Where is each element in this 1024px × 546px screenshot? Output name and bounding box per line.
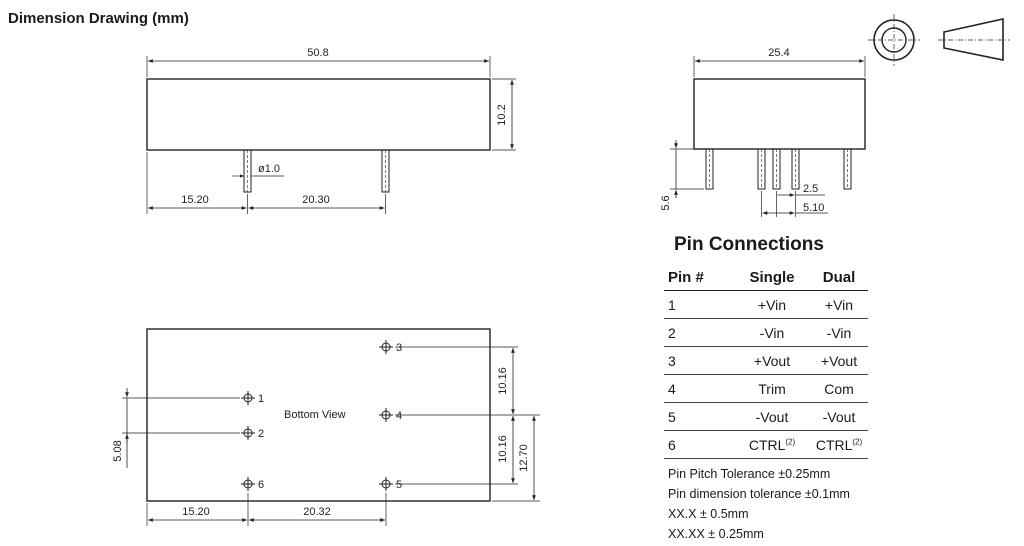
bottom-lower-dimension-label: 10.16 [497, 435, 509, 463]
pin-connections-table: Pin # Single Dual 1 +Vin +Vin 2 -Vin -Vi… [664, 264, 868, 459]
cell-pin: 1 [664, 290, 734, 319]
pin-label-4: 4 [396, 410, 402, 422]
note-pin-pitch: Pin Pitch Tolerance ±0.25mm [668, 467, 831, 481]
bottom-upper-dimension-label: 10.16 [497, 367, 509, 395]
cell-single: CTRL(2) [734, 430, 810, 459]
table-row: 4 Trim Com [664, 374, 868, 403]
front-view [146, 56, 516, 214]
projection-symbol-icon [868, 14, 1010, 66]
cell-pin: 2 [664, 318, 734, 347]
cell-pin: 3 [664, 346, 734, 375]
pin-marker-2 [241, 426, 255, 440]
cell-single: +Vin [734, 290, 810, 319]
bottom-left-dimension-label: 5.08 [112, 440, 124, 461]
note-xx-xx: XX.XX ± 0.25mm [668, 527, 764, 541]
front-offset-label: 15.20 [181, 194, 209, 206]
pin-diameter-label: ø1.0 [258, 163, 280, 175]
pin-label-3: 3 [396, 342, 402, 354]
front-width-label: 50.8 [307, 47, 328, 59]
header-dual: Dual [810, 264, 868, 291]
table-row: 3 +Vout +Vout [664, 346, 868, 375]
note-xx-x: XX.X ± 0.5mm [668, 507, 749, 521]
pin-label-6: 6 [258, 479, 264, 491]
table-row: 6 CTRL(2) CTRL(2) [664, 430, 868, 459]
bottom-view [122, 328, 540, 526]
pin-marker-1 [241, 391, 255, 405]
side-pin-length-label: 5.6 [660, 195, 672, 210]
front-view-body [146, 78, 491, 151]
bottom-total-dimension-label: 12.70 [518, 444, 530, 472]
header-single: Single [734, 264, 810, 291]
cell-single: Trim [734, 374, 810, 403]
pin-marker-5 [379, 477, 393, 491]
header-pin: Pin # [664, 264, 734, 291]
cell-dual: +Vout [810, 346, 868, 375]
footnote-mark: (2) [785, 436, 796, 446]
pin-marker-3 [379, 340, 393, 354]
side-view [670, 56, 866, 217]
cell-dual: CTRL(2) [810, 430, 868, 459]
side-view-body [693, 78, 866, 150]
cell-single: -Vin [734, 318, 810, 347]
drawing-title: Dimension Drawing (mm) [8, 10, 189, 27]
front-pin-spacing-label: 20.30 [302, 194, 330, 206]
table-row: 1 +Vin +Vin [664, 290, 868, 319]
front-height-label: 10.2 [496, 104, 508, 125]
cell-dual: -Vout [810, 402, 868, 431]
bottom-pin-spacing-label: 20.32 [303, 506, 331, 518]
pin-connections-heading: Pin Connections [674, 234, 824, 255]
cell-dual: +Vin [810, 290, 868, 319]
cell-dual: Com [810, 374, 868, 403]
cell-single: +Vout [734, 346, 810, 375]
side-width-label: 25.4 [768, 47, 789, 59]
note-pin-dimension: Pin dimension tolerance ±0.1mm [668, 487, 850, 501]
cell-pin: 4 [664, 374, 734, 403]
pin-label-2: 2 [258, 428, 264, 440]
table-row: 2 -Vin -Vin [664, 318, 868, 347]
side-pitch-label: 2.5 [803, 183, 818, 195]
cell-pin: 6 [664, 430, 734, 459]
pin-label-5: 5 [396, 479, 402, 491]
cell-pin: 5 [664, 402, 734, 431]
bottom-view-label: Bottom View [284, 409, 346, 421]
cell-dual: -Vin [810, 318, 868, 347]
cell-single-text: CTRL [748, 436, 786, 453]
footnote-mark: (2) [852, 436, 863, 446]
cell-single: -Vout [734, 402, 810, 431]
pin-marker-6 [241, 477, 255, 491]
pin-label-1: 1 [258, 393, 264, 405]
side-offset-label: 5.10 [803, 202, 824, 214]
table-header-row: Pin # Single Dual [664, 264, 868, 291]
bottom-offset-label: 15.20 [182, 506, 210, 518]
cell-dual-text: CTRL [815, 436, 853, 453]
tolerance-notes: Pin Pitch Tolerance ±0.25mm Pin dimensio… [668, 464, 850, 544]
pin-marker-4 [379, 408, 393, 422]
table-row: 5 -Vout -Vout [664, 402, 868, 431]
